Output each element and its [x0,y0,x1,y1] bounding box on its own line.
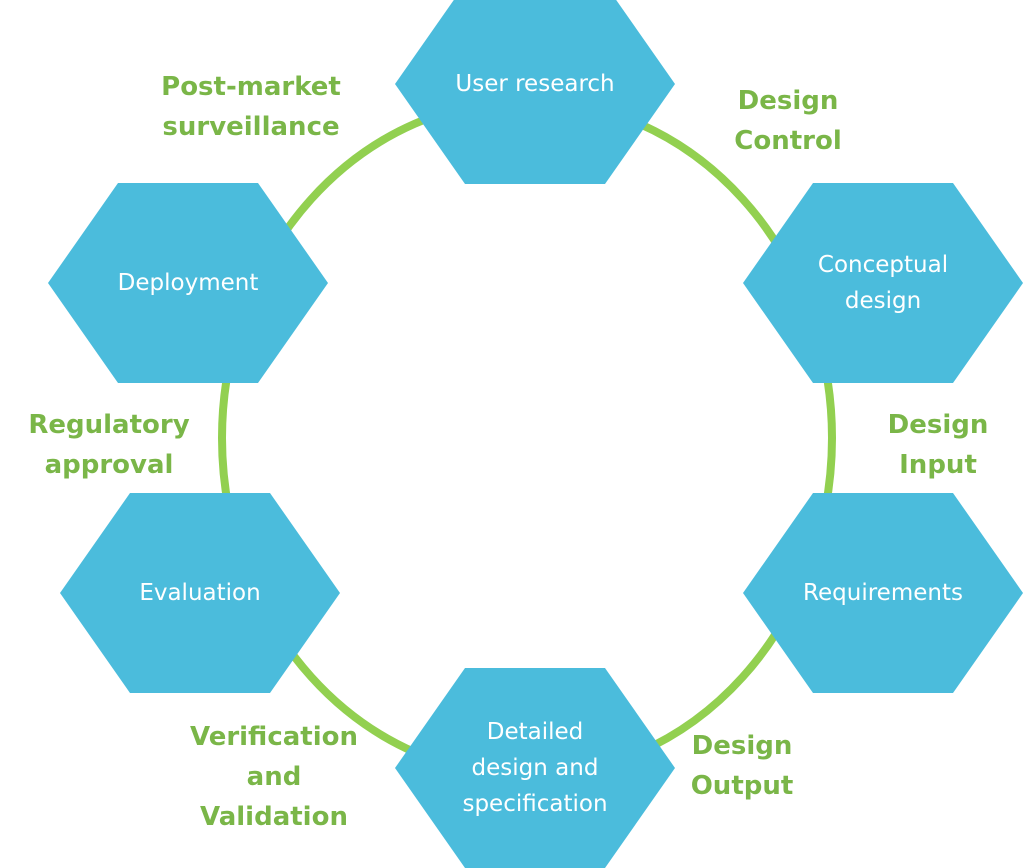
stage-label: User research [455,71,615,97]
stage-conceptual-design: Conceptual design [743,183,1023,383]
stage-label: Requirements [803,580,963,606]
stage-label: Detailed design and specification [462,719,608,817]
phase-post-market-surveillance: Post-market surveillance [161,72,341,142]
phase-design-input: Design Input [887,410,989,480]
stage-label: Deployment [117,270,259,296]
phase-verification-validation: Verification and Validation [189,722,359,832]
phase-design-control: Design Control [734,86,842,156]
stage-label: Evaluation [139,580,261,606]
phase-design-output: Design Output [690,731,794,801]
phase-regulatory-approval: Regulatory approval [28,410,190,480]
stage-label: Conceptual design [817,252,949,314]
stage-requirements: Requirements [743,493,1023,693]
